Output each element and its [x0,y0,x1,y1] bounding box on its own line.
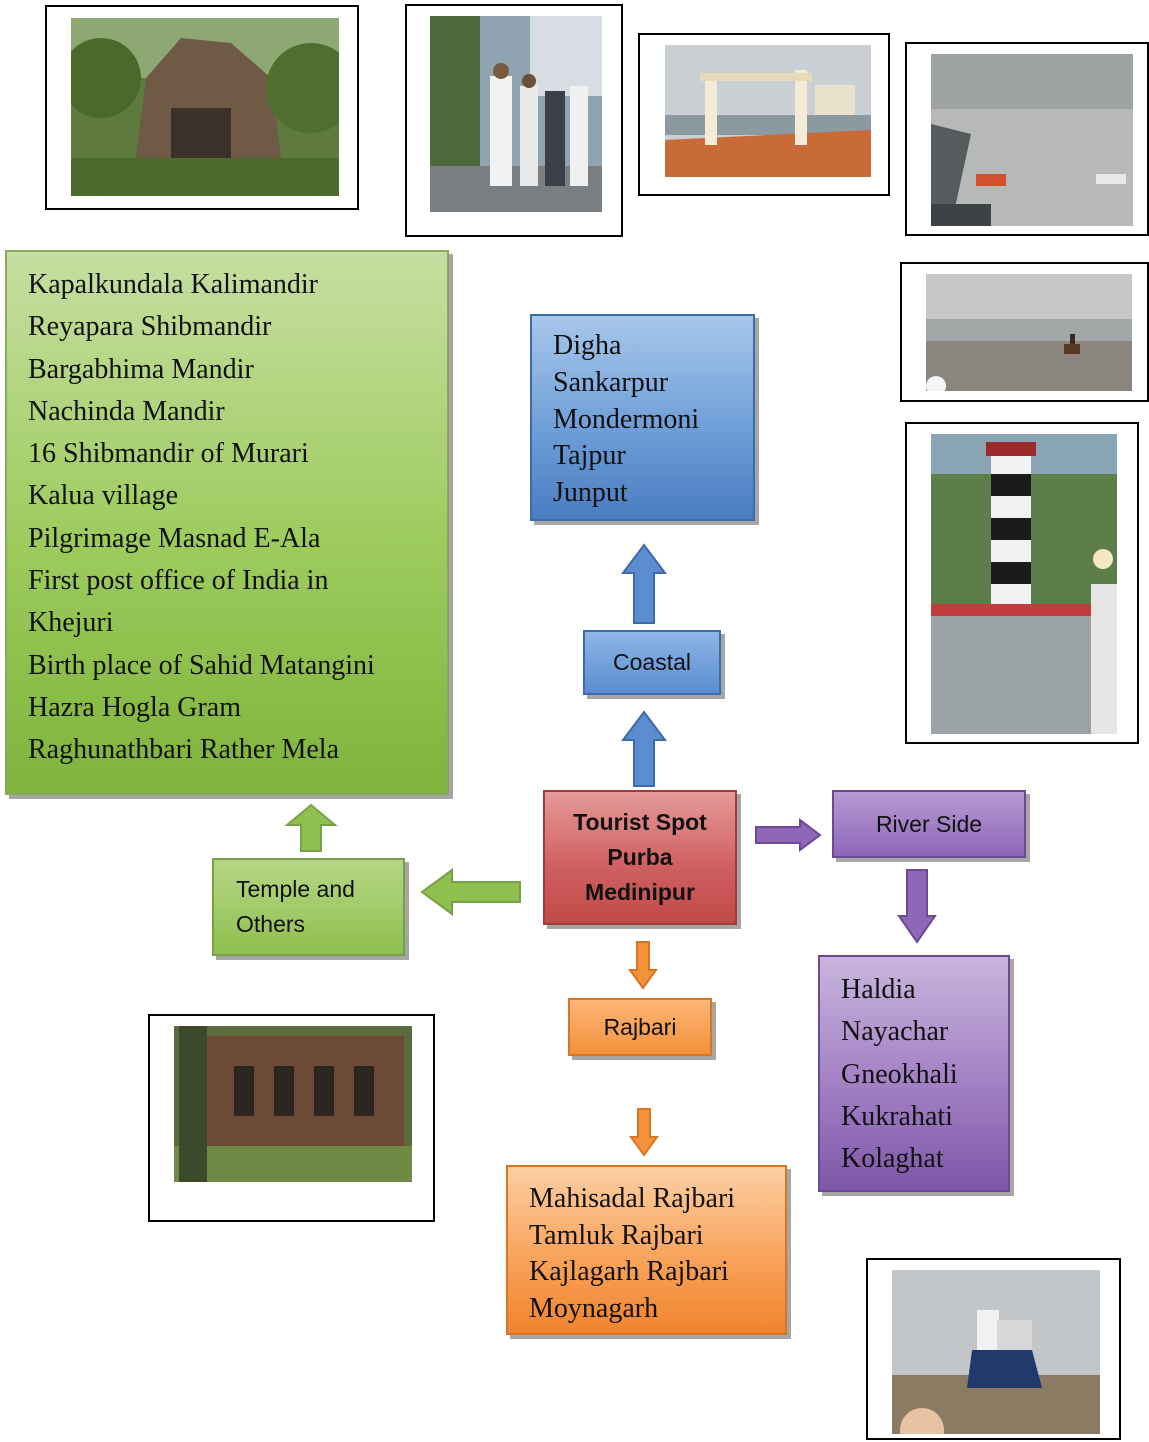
temple-list-item: Nachinda Mandir [28,395,225,427]
photo-frame-temple-ruin [45,5,359,210]
photo-frame-cargo-ship [866,1258,1121,1440]
rajbari-list-item: Mahisadal Rajbari [529,1183,736,1214]
beach-horse-photo [926,274,1132,391]
photo-frame-pilgrims [405,4,623,237]
photo-frame-lighthouse [905,422,1139,744]
photo-frame-beach-horse [900,262,1149,402]
temple-list-box: Kapalkundala Kalimandir Reyapara Shibman… [5,250,449,795]
temple-list-item: Pilgrimage Masnad E-Ala [28,522,321,554]
category-coastal-label: Coastal [613,649,691,675]
category-river-side[interactable]: River Side [832,790,1026,858]
temple-list-item: Bargabhima Mandir [28,353,254,385]
category-rajbari[interactable]: Rajbari [568,998,712,1056]
arrow-up-coastal-list [621,543,667,624]
coastal-list-item: Tajpur [553,440,626,472]
photo-frame-river-boats [905,42,1149,236]
rajbari-list-item: Moynagarh [529,1292,659,1324]
coastal-list-item: Sankarpur [553,366,669,398]
sea-gate-photo [665,45,871,177]
lighthouse-photo [931,434,1117,734]
rajbari-list-item: Kajlagarh Rajbari [529,1256,729,1288]
category-coastal[interactable]: Coastal [583,630,721,695]
category-rajbari-label: Rajbari [603,1013,677,1040]
river-list-item: Kukrahati [841,1100,953,1132]
temple-list-item: Kalua village [28,480,179,512]
photo-frame-sea-gate [638,33,890,196]
river-list-item: Gneokhali [841,1058,958,1090]
coastal-list-item: Mondermoni [553,403,700,435]
rajbari-list-box: Mahisadal Rajbari Tamluk Rajbari Kajlaga… [506,1165,787,1335]
temple-list-item: Hazra Hogla Gram [28,691,242,723]
temple-list-item: First post office of India in [28,565,329,597]
temple-ruin-photo [71,18,339,196]
category-river-side-label: River Side [875,810,983,837]
temple-list-item: Reyapara Shibmandir [28,311,272,343]
river-list-box: Haldia Nayachar Gneokhali Kukrahati Kola… [818,955,1010,1192]
temple-list-item: Khejuri [28,607,114,639]
arrow-up-coastal [621,710,667,787]
cargo-ship-photo [892,1270,1100,1434]
temple-list-item: Birth place of Sahid Matangini [28,649,375,681]
category-temple-line: Others [236,911,306,937]
river-list-item: Haldia [841,974,916,1005]
pilgrims-crowd-photo [430,16,602,212]
river-list-item: Kolaghat [841,1143,944,1175]
arrow-down-rajbari-list [629,1108,659,1157]
photo-frame-rajbari-ruin [148,1014,435,1222]
coastal-list-item: Digha [553,330,622,361]
arrow-down-river-list [897,869,937,944]
temple-list-item: 16 Shibmandir of Murari [28,438,309,470]
category-temple-line: Temple and [236,876,355,902]
center-line: Tourist Spot [573,809,707,835]
arrow-right-river [755,818,822,852]
arrow-up-temple-list [284,803,338,852]
arrow-down-rajbari [628,941,658,990]
category-temple-others[interactable]: Temple and Others [212,858,405,956]
center-line: Medinipur [585,879,695,905]
rajbari-ruin-photo [174,1026,412,1182]
temple-list-item: Kapalkundala Kalimandir [28,269,319,300]
center-line: Purba [607,844,673,870]
coastal-list-box: Digha Sankarpur Mondermoni Tajpur Junput [530,314,755,521]
temple-list-item: Raghunathbari Rather Mela [28,734,340,766]
rajbari-list-item: Tamluk Rajbari [529,1219,704,1251]
coastal-list-item: Junput [553,477,628,509]
river-boats-photo [931,54,1133,226]
river-list-item: Nayachar [841,1016,949,1048]
center-tourist-spot[interactable]: Tourist Spot Purba Medinipur [543,790,737,925]
arrow-left-temple [420,868,521,916]
